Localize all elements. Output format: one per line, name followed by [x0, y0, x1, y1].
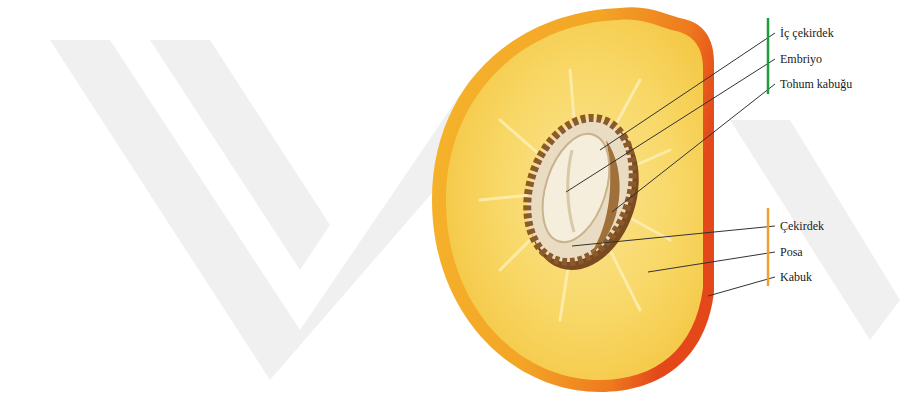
seed-bracket	[767, 18, 770, 94]
watermark-band	[150, 40, 330, 270]
fruit-bracket	[767, 208, 770, 286]
leader-line	[708, 277, 775, 296]
leader-line	[648, 252, 775, 272]
part-label: Tohum kabuğu	[780, 77, 852, 91]
part-label: Embriyo	[780, 52, 822, 66]
leader-line	[612, 84, 775, 212]
leader-line	[600, 33, 775, 150]
flesh-fibres	[480, 70, 670, 320]
peach-skin	[432, 7, 714, 392]
watermark-band	[730, 120, 900, 340]
embryo	[568, 150, 574, 232]
part-label: Kabuk	[780, 270, 812, 284]
peach-flesh	[446, 19, 703, 380]
leader-line	[566, 59, 775, 192]
leader-lines	[566, 33, 775, 296]
part-label: Posa	[780, 245, 803, 259]
part-label: İç çekirdek	[780, 26, 834, 40]
part-label: Çekirdek	[780, 219, 824, 233]
leader-line	[572, 226, 775, 246]
